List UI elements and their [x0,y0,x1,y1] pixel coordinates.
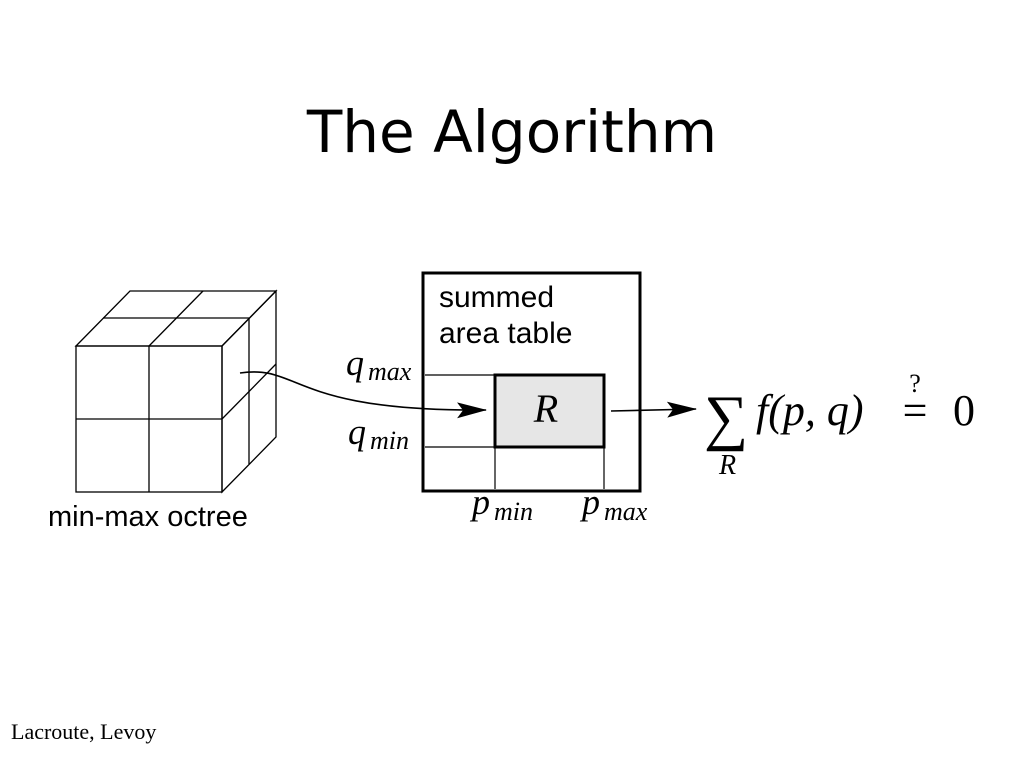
p-max-sub: max [604,497,648,526]
slide-title: The Algorithm [306,98,718,166]
region-label: R [533,386,558,431]
q-min-label: q min [348,412,409,455]
table-grid-lines [425,374,605,489]
sum-index: R [718,450,736,481]
q-min-sub: min [370,426,409,455]
question-mark: ? [909,369,921,398]
q-max-base: q [346,343,364,383]
table-label-line1: summed [439,281,554,314]
summed-area-table-box [421,271,642,493]
p-max-base: p [579,482,600,522]
q-max-label: q max [346,343,412,386]
sum-symbol: ∑ [704,384,748,452]
p-min-base: p [469,482,490,522]
equation: ∑ R f(p, q) ? = 0 [704,369,975,481]
p-max-label: p max [579,482,648,526]
p-min-sub: min [494,497,533,526]
octree-cube [74,289,278,494]
cube-right-face [221,289,277,494]
octree-to-table-arrow [239,371,487,419]
q-max-sub: max [368,357,412,386]
equals-sign: = [903,386,928,435]
slide-footer: Lacroute, Levoy [11,719,157,744]
region-r-box [493,373,606,449]
table-label-line2: area table [439,317,572,350]
table-to-sum-arrow [610,401,697,418]
equation-rhs: 0 [953,386,975,435]
sum-expression: f(p, q) [756,386,864,435]
p-min-label: p min [469,482,533,526]
q-min-base: q [348,412,366,452]
octree-label: min-max octree [48,501,248,533]
